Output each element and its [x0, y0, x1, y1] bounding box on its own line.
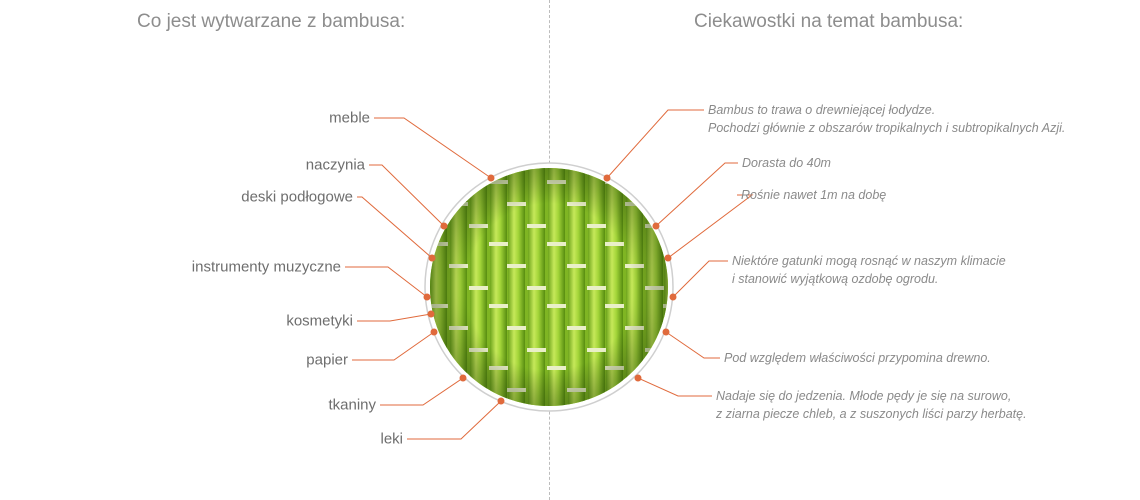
fact-line: Niektóre gatunki mogą rosnąć w naszym kl…	[732, 254, 1006, 268]
fact-label: Niektóre gatunki mogą rosnąć w naszym kl…	[732, 252, 1006, 288]
use-connector-dot	[430, 328, 438, 336]
fact-label: Nadaje się do jedzenia. Młode pędy je si…	[716, 387, 1027, 423]
bamboo-node	[663, 180, 668, 184]
use-connector-dot	[427, 310, 435, 318]
bamboo-node	[663, 366, 668, 370]
use-connector-dot	[459, 374, 467, 382]
fact-connector-dot	[634, 374, 642, 382]
use-label: leki	[380, 430, 403, 448]
fact-connector-dot	[664, 254, 672, 262]
use-connector-dot	[423, 293, 431, 301]
fact-label: Dorasta do 40m	[742, 154, 831, 172]
use-connector-line	[345, 266, 428, 298]
use-connector-line	[407, 400, 502, 440]
fact-label: Rośnie nawet 1m na dobę	[741, 186, 886, 204]
use-connector-line	[374, 117, 492, 179]
use-connector-line	[357, 313, 432, 322]
use-connector-dot	[440, 222, 448, 230]
use-label: instrumenty muzyczne	[191, 258, 341, 276]
fact-line: Bambus to trawa o drewniejącej łodydze.	[708, 103, 936, 117]
fact-connector-line	[637, 377, 712, 397]
use-connector-line	[380, 377, 464, 406]
fact-line: i stanowić wyjątkową ozdobę ogrodu.	[732, 272, 939, 286]
use-connector-dot	[497, 397, 505, 405]
bamboo-node	[449, 388, 468, 392]
use-connector-line	[369, 164, 445, 227]
fact-label: Bambus to trawa o drewniejącej łodydze. P…	[708, 101, 1065, 137]
use-label: papier	[306, 351, 348, 369]
fact-line: Pochodzi głównie z obszarów tropikalnych…	[708, 121, 1066, 135]
use-connector-dot	[487, 174, 495, 182]
fact-connector-line	[665, 331, 720, 359]
bamboo-node	[430, 180, 448, 184]
fact-line: Dorasta do 40m	[742, 156, 831, 170]
facts-heading: Ciekawostki na temat bambusa:	[694, 11, 964, 32]
fact-connector-dot	[669, 293, 677, 301]
fact-line: Pod względem właściwości przypomina drew…	[724, 351, 991, 365]
bamboo-node	[625, 388, 644, 392]
fact-line: Rośnie nawet 1m na dobę	[741, 188, 887, 202]
use-connector-line	[352, 331, 435, 361]
use-label: meble	[329, 109, 370, 127]
fact-connector-line	[667, 194, 754, 259]
fact-connector-line	[606, 109, 704, 179]
fact-connector-line	[655, 162, 738, 227]
fact-label: Pod względem właściwości przypomina drew…	[724, 349, 991, 367]
fact-connector-dot	[603, 174, 611, 182]
use-label: kosmetyki	[286, 312, 353, 330]
fact-line: Nadaje się do jedzenia. Młode pędy je si…	[716, 389, 1012, 403]
fact-connector-dot	[662, 328, 670, 336]
uses-heading: Co jest wytwarzane z bambusa:	[137, 11, 406, 32]
bamboo-node	[430, 366, 448, 370]
use-label: naczynia	[305, 156, 365, 174]
use-label: deski podłogowe	[241, 188, 353, 206]
use-connector-dot	[428, 254, 436, 262]
fact-line: z ziarna piecze chleb, a z suszonych liś…	[716, 407, 1027, 421]
fact-connector-dot	[652, 222, 660, 230]
fact-connector-line	[672, 260, 728, 298]
use-connector-line	[357, 196, 433, 259]
use-label: tkaniny	[328, 396, 376, 414]
